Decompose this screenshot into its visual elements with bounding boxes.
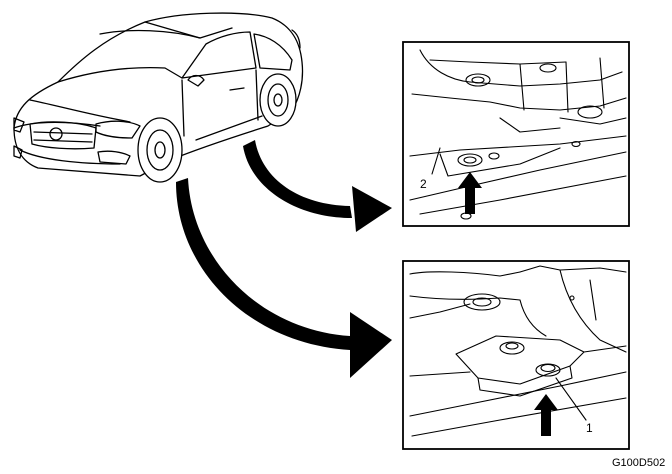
lift-point-arrow-top (458, 172, 482, 214)
callout-label-2: 2 (420, 177, 427, 191)
callout-label-1: 1 (586, 421, 593, 435)
lift-point-arrow-bottom (534, 394, 558, 436)
car-illustration (13, 12, 304, 183)
bottom-detail-panel: 1 (402, 260, 630, 450)
curved-arrow-to-top-panel (243, 140, 392, 232)
top-detail-panel: 2 (402, 41, 630, 227)
figure-code: G100D502 (612, 457, 665, 469)
curved-arrow-to-bottom-panel (176, 178, 392, 378)
